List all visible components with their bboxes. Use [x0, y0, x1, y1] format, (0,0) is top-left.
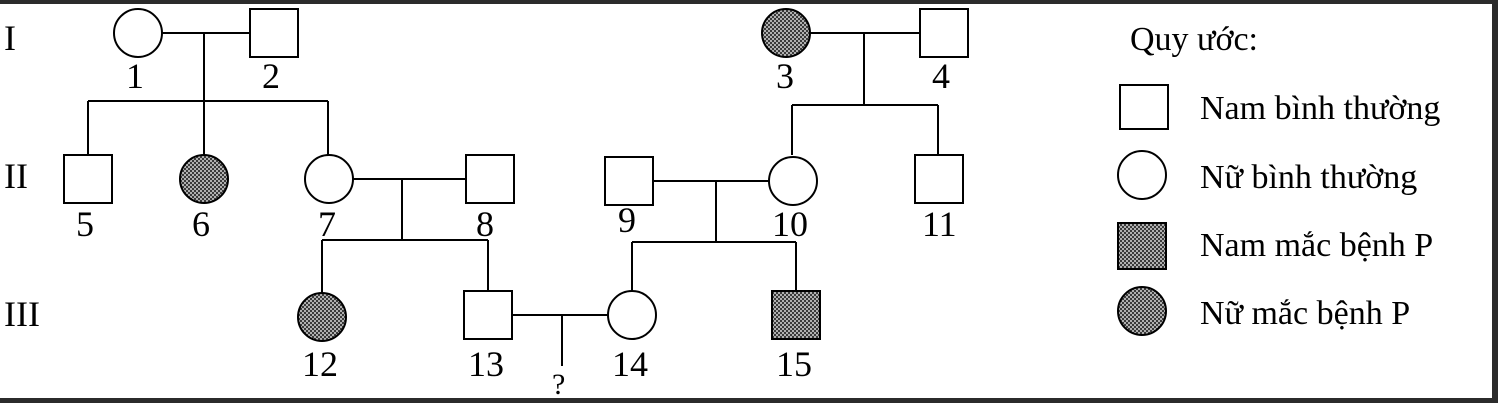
female-affected-symbol [761, 8, 811, 58]
individual-number: 1 [126, 56, 144, 96]
individual-number: 3 [776, 56, 794, 96]
female-normal-symbol [768, 156, 818, 206]
legend-male-affected-icon [1117, 222, 1167, 270]
legend-item-label: Nam mắc bệnh P [1200, 227, 1433, 264]
generation-label-II: II [4, 156, 28, 196]
legend-item-label: Nam bình thường [1200, 90, 1440, 127]
legend-male-normal-icon [1119, 84, 1169, 130]
pedigree-diagram: I II III 1 2 [4, 8, 1440, 401]
individual-7: 7 [304, 154, 354, 244]
individual-13: 13 [463, 290, 513, 384]
individual-10: 10 [768, 156, 818, 244]
generation-label-I: I [4, 18, 16, 58]
male-normal-symbol [463, 290, 513, 340]
legend-title: Quy ước: [1130, 21, 1258, 58]
individual-14: 14 [607, 290, 657, 384]
individual-number: 15 [776, 344, 812, 384]
legend-item-label: Nữ mắc bệnh P [1200, 295, 1410, 332]
individual-2: 2 [249, 8, 299, 96]
individual-number: 12 [302, 344, 338, 384]
legend-female-affected-icon [1117, 286, 1167, 336]
individual-number: 6 [192, 204, 210, 244]
female-normal-symbol [304, 154, 354, 204]
male-normal-symbol [465, 154, 515, 204]
individual-15: 15 [771, 290, 821, 384]
female-affected-symbol [297, 292, 347, 342]
individual-number: 5 [76, 204, 94, 244]
individual-1: 1 [113, 8, 163, 96]
individual-11: 11 [914, 154, 964, 244]
individual-number: 8 [476, 204, 494, 244]
individual-number: 2 [262, 56, 280, 96]
male-normal-symbol [919, 8, 969, 58]
individual-number: 4 [932, 56, 950, 96]
individual-number: 13 [468, 344, 504, 384]
individual-5: 5 [63, 154, 113, 244]
individual-3: 3 [761, 8, 811, 96]
individual-number: 7 [318, 204, 336, 244]
female-affected-symbol [179, 154, 229, 204]
individual-number: 14 [612, 344, 648, 384]
individual-number: 10 [772, 204, 808, 244]
individual-number: 9 [618, 200, 636, 240]
individual-9: 9 [604, 156, 654, 240]
male-normal-symbol [604, 156, 654, 206]
female-normal-symbol [113, 8, 163, 58]
legend: Quy ước: Nam bình thường Nữ bình thường … [1117, 21, 1440, 336]
individual-4: 4 [919, 8, 969, 96]
generation-label-III: III [4, 294, 40, 334]
male-normal-symbol [914, 154, 964, 204]
male-normal-symbol [249, 8, 299, 58]
individual-number: 11 [922, 204, 957, 244]
legend-female-normal-icon [1117, 150, 1167, 200]
pedigree-lines [87, 32, 939, 366]
male-normal-symbol [63, 154, 113, 204]
female-normal-symbol [607, 290, 657, 340]
pedigree-canvas: I II III 1 2 [0, 4, 1492, 401]
legend-item-label: Nữ bình thường [1200, 159, 1417, 196]
individual-12: 12 [297, 292, 347, 384]
male-affected-symbol [771, 290, 821, 340]
unknown-child-label: ? [552, 368, 565, 398]
individual-8: 8 [465, 154, 515, 244]
individual-6: 6 [179, 154, 229, 244]
